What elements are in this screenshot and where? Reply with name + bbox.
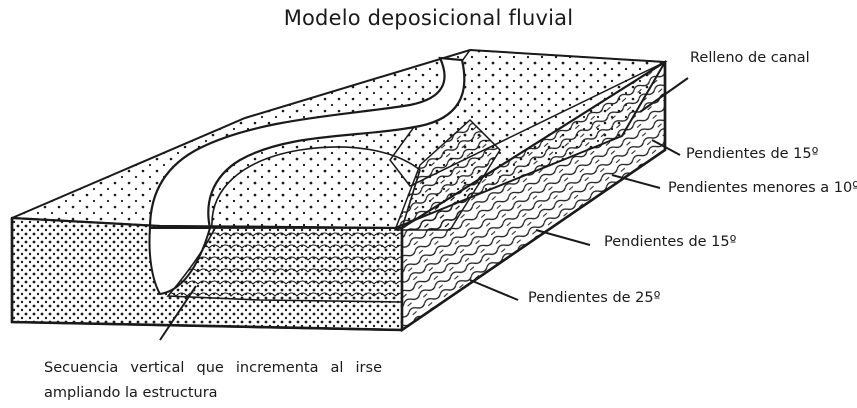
caption-line-2: ampliando la estructura: [44, 381, 382, 406]
label-pendientes-15-b: Pendientes de 15º: [604, 234, 736, 250]
leader-pend15-b: [536, 230, 590, 245]
leader-pend25: [470, 280, 518, 300]
caption-line-1: Secuencia vertical que incrementa al irs…: [44, 356, 382, 381]
label-pendientes-menores-10: Pendientes menores a 10º: [668, 180, 857, 196]
label-relleno-de-canal: Relleno de canal: [690, 50, 810, 66]
label-pendientes-25: Pendientes de 25º: [528, 290, 660, 306]
label-pendientes-15-a: Pendientes de 15º: [686, 146, 818, 162]
caption: Secuencia vertical que incrementa al irs…: [44, 356, 382, 406]
